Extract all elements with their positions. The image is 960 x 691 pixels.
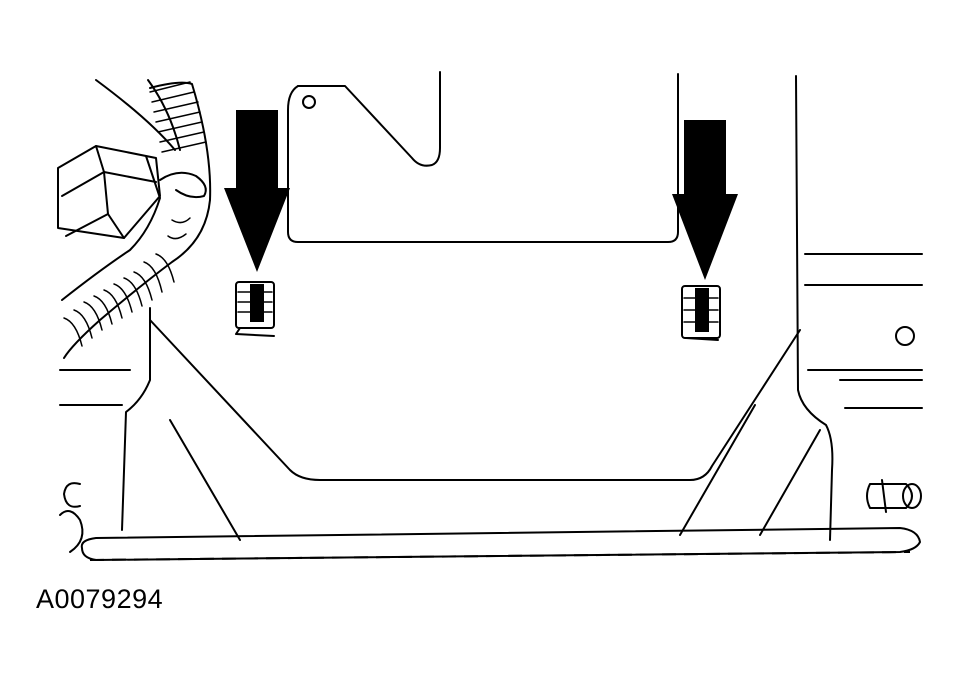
left-arrow-icon	[224, 110, 290, 272]
left-clip	[235, 281, 275, 337]
right-arrow-icon	[672, 120, 738, 280]
left-opening	[63, 482, 81, 508]
figure-code-label: A0079294	[36, 584, 164, 614]
bottom-flange	[59, 510, 921, 561]
side-rail	[795, 75, 923, 541]
wiring-harness	[61, 79, 212, 359]
upper-bracket	[287, 71, 679, 243]
right-clip	[681, 285, 721, 341]
right-stud	[866, 479, 922, 513]
harness-connector	[57, 145, 207, 239]
crossmember	[59, 307, 821, 541]
